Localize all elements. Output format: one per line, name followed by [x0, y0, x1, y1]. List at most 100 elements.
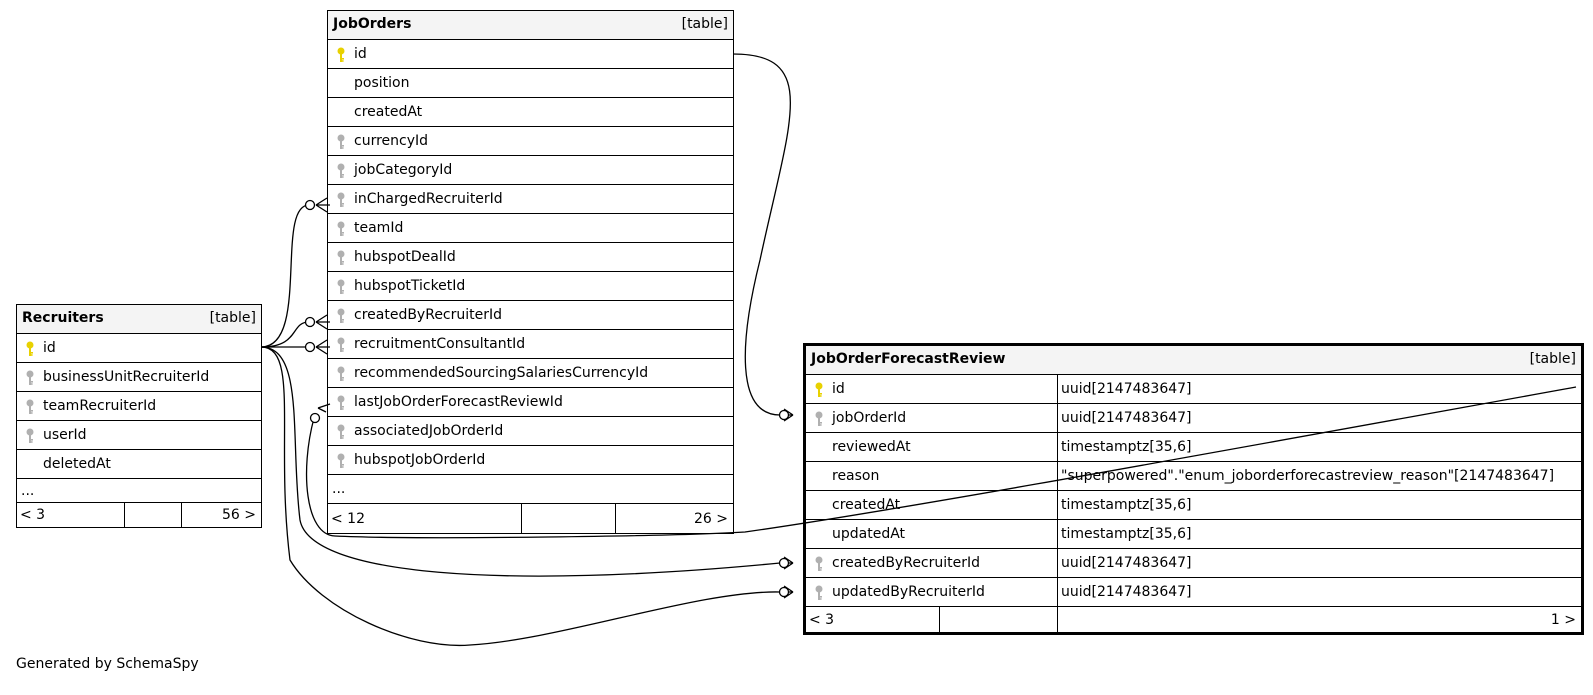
column-type: "superpowered"."enum_joborderforecastrev… [1057, 462, 1581, 490]
footer-spacer [124, 503, 181, 527]
column-list: id position createdAt currencyId jobCategory… [328, 40, 733, 475]
table-joborders[interactable]: JobOrders [table] id position createdAt cur… [327, 10, 734, 534]
column-row-updatedAt[interactable]: updatedAt timestamptz[35,6] [806, 520, 1581, 549]
zero-circle-createdby [304, 316, 316, 328]
column-row-reviewedAt[interactable]: reviewedAt timestamptz[35,6] [806, 433, 1581, 462]
primary-key-icon [26, 341, 34, 356]
column-name: updatedAt [832, 526, 906, 542]
parents-count-link[interactable]: < 12 [331, 510, 365, 527]
column-name: jobCategoryId [354, 162, 453, 178]
column-row-updatedByRecruiterId[interactable]: updatedByRecruiterId uuid[2147483647] [806, 578, 1581, 607]
column-name: lastJobOrderForecastReviewId [354, 394, 563, 410]
column-name: hubspotDealId [354, 249, 456, 265]
foreign-key-icon [337, 192, 345, 207]
children-count-link[interactable]: 56 > [181, 503, 261, 527]
column-name: hubspotJobOrderId [354, 452, 486, 468]
table-footer: < 12 26 > [328, 504, 733, 533]
footer-spacer [939, 607, 1057, 632]
column-type: timestamptz[35,6] [1057, 433, 1581, 461]
column-name: teamId [354, 220, 404, 236]
primary-key-icon [337, 47, 345, 62]
column-name: recruitmentConsultantId [354, 336, 526, 352]
edge-recruiters-to-inchargedrecruiterid [260, 204, 310, 348]
column-name: id [832, 381, 845, 397]
column-row-reason[interactable]: reason "superpowered"."enum_joborderforec… [806, 462, 1581, 491]
column-name: updatedByRecruiterId [832, 584, 985, 600]
footer-spacer [521, 504, 615, 533]
foreign-key-icon [337, 163, 345, 178]
column-name: reason [832, 468, 880, 484]
zero-circle-joborderid [778, 409, 790, 421]
foreign-key-icon [26, 428, 34, 443]
table-name[interactable]: JobOrders [333, 16, 412, 32]
table-header: JobOrderForecastReview [table] [806, 346, 1581, 375]
parents-count-link[interactable]: < 3 [20, 507, 46, 523]
column-row-teamRecruiterId[interactable]: teamRecruiterId [17, 392, 261, 421]
children-count-link[interactable]: 26 > [615, 504, 733, 533]
column-type: uuid[2147483647] [1057, 578, 1581, 606]
column-name: createdAt [354, 104, 423, 120]
column-row-hubspotDealId[interactable]: hubspotDealId [328, 243, 733, 272]
column-type: uuid[2147483647] [1057, 549, 1581, 577]
column-row-hubspotTicketId[interactable]: hubspotTicketId [328, 272, 733, 301]
column-row-createdByRecruiterId[interactable]: createdByRecruiterId [328, 301, 733, 330]
column-row-associatedJobOrderId[interactable]: associatedJobOrderId [328, 417, 733, 446]
column-name: id [354, 46, 367, 62]
column-name: id [43, 340, 56, 356]
column-name: businessUnitRecruiterId [43, 369, 210, 385]
table-name[interactable]: JobOrderForecastReview [811, 351, 1006, 367]
foreign-key-icon [337, 424, 345, 439]
column-name: reviewedAt [832, 439, 911, 455]
column-name: currencyId [354, 133, 429, 149]
column-row-id[interactable]: id uuid[2147483647] [806, 375, 1581, 404]
column-name: createdByRecruiterId [832, 555, 981, 571]
column-row-id[interactable]: id [17, 334, 261, 363]
foreign-key-icon [337, 250, 345, 265]
more-columns-ellipsis: ... [332, 481, 346, 497]
table-joborderforecastreview[interactable]: JobOrderForecastReview [table] id uuid[21… [803, 343, 1584, 635]
foreign-key-icon [815, 556, 823, 571]
table-type-tag: [table] [681, 16, 728, 32]
table-type-tag: [table] [1529, 351, 1576, 367]
column-name: deletedAt [43, 456, 111, 472]
column-row-teamId[interactable]: teamId [328, 214, 733, 243]
zero-circle-incharged [304, 199, 316, 211]
column-row-deletedAt[interactable]: deletedAt [17, 450, 261, 479]
children-count-link[interactable]: 1 > [1057, 607, 1581, 632]
table-header: JobOrders [table] [328, 11, 733, 40]
column-row-hubspotJobOrderId[interactable]: hubspotJobOrderId [328, 446, 733, 475]
column-row-currencyId[interactable]: currencyId [328, 127, 733, 156]
parents-count-link[interactable]: < 3 [809, 611, 835, 628]
more-columns-row: ... [328, 475, 733, 504]
column-row-userId[interactable]: userId [17, 421, 261, 450]
column-row-id[interactable]: id [328, 40, 733, 69]
foreign-key-icon [26, 399, 34, 414]
foreign-key-icon [337, 337, 345, 352]
column-row-businessUnitRecruiterId[interactable]: businessUnitRecruiterId [17, 363, 261, 392]
table-name[interactable]: Recruiters [22, 310, 104, 326]
column-name: jobOrderId [832, 410, 907, 426]
zero-circle-lastreview [309, 412, 321, 424]
column-row-position[interactable]: position [328, 69, 733, 98]
edge-recruiters-to-createdbyrecruiterid [260, 321, 310, 348]
column-type: timestamptz[35,6] [1057, 520, 1581, 548]
column-name: position [354, 75, 410, 91]
column-type: uuid[2147483647] [1057, 375, 1581, 403]
table-footer: < 3 1 > [806, 607, 1581, 632]
column-row-createdAt[interactable]: createdAt [328, 98, 733, 127]
column-row-lastJobOrderForecastReviewId[interactable]: lastJobOrderForecastReviewId [328, 388, 733, 417]
column-row-jobCategoryId[interactable]: jobCategoryId [328, 156, 733, 185]
more-columns-row: ... [17, 479, 261, 503]
edge-joborder-id-to-review-joborderid [732, 53, 792, 416]
zero-circle-consultant [304, 341, 316, 353]
column-row-inChargedRecruiterId[interactable]: inChargedRecruiterId [328, 185, 733, 214]
column-row-recruitmentConsultantId[interactable]: recruitmentConsultantId [328, 330, 733, 359]
column-row-createdByRecruiterId[interactable]: createdByRecruiterId uuid[2147483647] [806, 549, 1581, 578]
table-footer: < 3 56 > [17, 503, 261, 527]
crowfoot-jobordersid [783, 408, 794, 422]
column-row-recommendedSourcingSalariesCurrencyId[interactable]: recommendedSourcingSalariesCurrencyId [328, 359, 733, 388]
